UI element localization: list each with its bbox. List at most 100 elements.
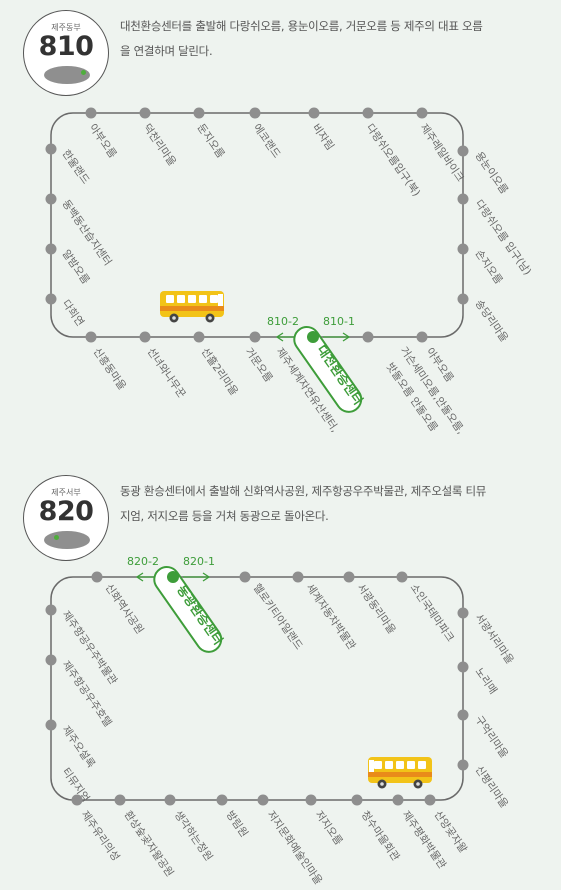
stop-label: 노리매 bbox=[473, 666, 499, 697]
stop-label: 아부오름 bbox=[87, 122, 119, 161]
stop-dot bbox=[305, 794, 317, 806]
stop-label: 서광동리마을 bbox=[355, 582, 398, 637]
location-dot-icon bbox=[54, 535, 59, 540]
stop-label: 저지오름 bbox=[313, 809, 345, 848]
stop-dot bbox=[392, 794, 404, 806]
stop-dot bbox=[45, 719, 57, 731]
stop-dot bbox=[457, 709, 469, 721]
stop-dot bbox=[85, 107, 97, 119]
bus-icon bbox=[160, 291, 224, 323]
stop-dot bbox=[416, 331, 428, 343]
bus-icon bbox=[368, 757, 432, 789]
stop-label: 서광서리마을 bbox=[473, 612, 516, 667]
stop-dot bbox=[362, 331, 374, 343]
stop-dot bbox=[45, 193, 57, 205]
stop-label: 신흥동마을 bbox=[91, 345, 130, 392]
stop-dot bbox=[216, 794, 228, 806]
stop-label: 헬로키티아일랜드 bbox=[251, 581, 306, 652]
stop-dot bbox=[193, 107, 205, 119]
stop-dot bbox=[71, 794, 83, 806]
stop-label: 손지오름 bbox=[473, 248, 505, 287]
stop-label: 한울랜드 bbox=[60, 148, 92, 187]
stop-label: 다희연 bbox=[60, 298, 86, 329]
stop-dot bbox=[114, 794, 126, 806]
stop-label: 에코랜드 bbox=[251, 122, 283, 161]
stop-dot bbox=[416, 107, 428, 119]
direction-arrows: 820-2 820-1 bbox=[127, 555, 215, 582]
route-description: 대천환승센터를 출발해 다랑쉬오름, 용눈이오름, 거문오름 등 제주의 대표 … bbox=[120, 14, 483, 64]
stop-dot bbox=[45, 654, 57, 666]
stop-dot bbox=[343, 571, 355, 583]
stop-dot bbox=[257, 794, 269, 806]
stop-label: 제주유리의성 bbox=[79, 809, 122, 863]
stop-label: 소인국테마파크 bbox=[408, 582, 457, 645]
route-number: 820 bbox=[38, 496, 94, 527]
stop-label: 다랑쉬오름입구(북) bbox=[364, 121, 424, 198]
stop-dot bbox=[45, 243, 57, 255]
direction-arrows: 810-2 810-1 bbox=[267, 315, 355, 342]
stop-label: 선녀와나무꾼 bbox=[145, 346, 188, 401]
stop-label: 비자림 bbox=[310, 122, 336, 153]
stop-dot bbox=[457, 293, 469, 305]
stop-label: 알밤오름 bbox=[60, 248, 92, 287]
stop-dot bbox=[457, 759, 469, 771]
stop-dot bbox=[91, 571, 103, 583]
direction-right-label: 820-1 bbox=[183, 555, 215, 568]
stop-dot bbox=[292, 571, 304, 583]
direction-right-label: 810-1 bbox=[323, 315, 355, 328]
stop-label: 방림원 bbox=[224, 809, 250, 840]
stop-dot bbox=[85, 331, 97, 343]
stop-dot bbox=[193, 331, 205, 343]
stop-dot bbox=[424, 794, 436, 806]
direction-left-label: 810-2 bbox=[267, 315, 299, 328]
stop-label: 환상숲곶자왈공원 bbox=[122, 809, 176, 879]
stop-dot bbox=[139, 331, 151, 343]
stop-dot bbox=[351, 794, 363, 806]
location-dot-icon bbox=[81, 70, 86, 75]
stop-label: 용눈이오름 bbox=[473, 150, 511, 197]
stop-dot bbox=[249, 107, 261, 119]
hub-stop-icon bbox=[167, 571, 179, 583]
stop-label: 신화역사공원 bbox=[103, 582, 146, 636]
stop-dot bbox=[457, 607, 469, 619]
route-area: 제주동부 bbox=[51, 23, 81, 32]
stop-label: 신평리마을 bbox=[473, 764, 511, 811]
stop-dot bbox=[457, 243, 469, 255]
stop-dot bbox=[249, 331, 261, 343]
stop-dot bbox=[164, 794, 176, 806]
stop-dot bbox=[396, 571, 408, 583]
stop-dot bbox=[139, 107, 151, 119]
hub-stop-icon bbox=[307, 331, 319, 343]
stop-dot bbox=[362, 107, 374, 119]
stop-dot bbox=[457, 661, 469, 673]
route-820: 제주서부 820 동광 환승센터에서 출발해 신화역사공원, 제주항공우주박물관… bbox=[0, 445, 561, 890]
stop-label: 제주오설록 bbox=[60, 724, 98, 771]
route-description: 동광 환승센터에서 출발해 신화역사공원, 제주항공우주박물관, 제주오설록 티… bbox=[120, 479, 486, 529]
stop-label: 송당리마을 bbox=[473, 298, 511, 345]
stop-label: 둔지오름 bbox=[195, 122, 227, 161]
stop-dot bbox=[239, 571, 251, 583]
direction-left-label: 820-2 bbox=[127, 555, 159, 568]
stop-dot bbox=[45, 293, 57, 305]
stop-dot bbox=[457, 145, 469, 157]
stop-label: 청수마을회관 bbox=[359, 809, 402, 864]
stop-label: 세계자동차박물관 bbox=[304, 582, 358, 652]
stop-dot bbox=[45, 143, 57, 155]
description-line-2: 지엄, 저지오름 등을 거쳐 동광으로 돌아온다. bbox=[120, 509, 329, 523]
route-badge-820: 제주서부 820 bbox=[23, 475, 109, 561]
stop-dot bbox=[308, 107, 320, 119]
stop-dot bbox=[45, 604, 57, 616]
stop-label: 거문오름 bbox=[243, 346, 275, 385]
route-area: 제주서부 bbox=[51, 488, 81, 497]
stop-label: 선흘2리마을 bbox=[199, 345, 241, 398]
description-line-1: 대천환승센터를 출발해 다랑쉬오름, 용눈이오름, 거문오름 등 제주의 대표 … bbox=[120, 19, 483, 33]
description-line-2: 을 연결하며 달린다. bbox=[120, 44, 213, 58]
description-line-1: 동광 환승센터에서 출발해 신화역사공원, 제주항공우주박물관, 제주오설록 티… bbox=[120, 484, 487, 498]
stop-dot bbox=[457, 193, 469, 205]
stop-label: 덕천리마을 bbox=[141, 122, 179, 169]
route-track bbox=[50, 576, 464, 801]
jeju-island-icon bbox=[44, 66, 90, 84]
route-badge-810: 제주동부 810 bbox=[23, 10, 109, 96]
